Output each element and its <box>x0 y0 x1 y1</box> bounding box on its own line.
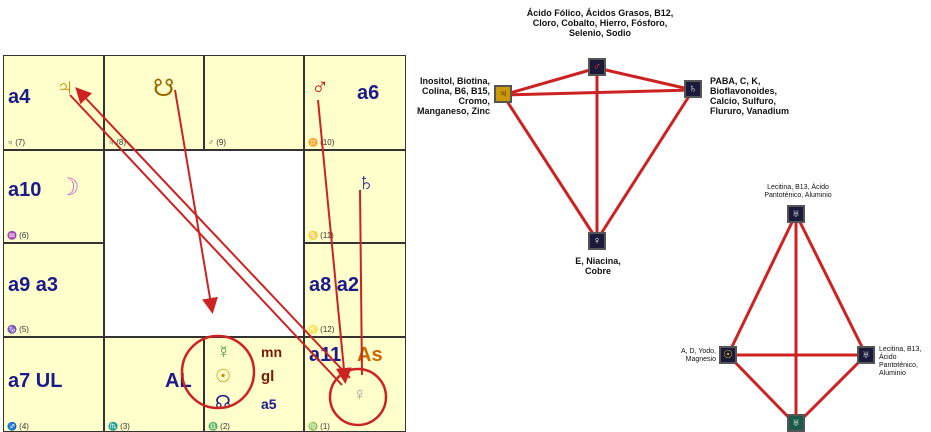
cell-sub: ♑ (5) <box>7 325 29 334</box>
cell-sub: ♍ (1) <box>308 422 330 431</box>
chart-cell: ♄ ♋ (11) <box>304 150 406 243</box>
arrow-line <box>174 89 218 314</box>
diagram-line <box>501 94 599 241</box>
chart-cell: a11 As ♀ ♍ (1) <box>304 337 406 432</box>
cell-sub: ♌ (12) <box>308 325 335 334</box>
cell-label: a10 <box>8 179 42 201</box>
arrow-line <box>317 99 352 384</box>
uranus-node-icon-right: ♅ <box>857 346 875 364</box>
cell-label: a4 <box>8 86 31 108</box>
chart-cell: ♂ (9) <box>204 55 304 150</box>
cell-sub: ♂ (9) <box>208 138 226 147</box>
uranus-node-icon-bottom: ♅ <box>787 414 805 432</box>
cell-sub: ♏ (3) <box>108 422 130 431</box>
highlight-circle <box>180 334 256 410</box>
venus-node-icon: ♀ <box>588 232 606 250</box>
chart-cell: a10 ☽ ♒ (6) <box>3 150 104 243</box>
jupiter-node-icon: ♃ <box>494 85 512 103</box>
diagram-line <box>794 353 868 427</box>
mercury-icon: ☿ <box>217 342 231 362</box>
top-nutrients-text: Ácido Fólico, Ácidos Grasos, B12, Cloro,… <box>526 8 674 38</box>
saturn-icon: ♄ <box>357 169 375 196</box>
diagram-line <box>595 89 695 241</box>
diagram-line <box>726 213 798 356</box>
moon-icon: ☽ <box>58 174 80 201</box>
uranus-node-icon: ♅ <box>787 205 805 223</box>
mars-node-icon: ♂ <box>588 58 606 76</box>
gl-label: gl <box>261 368 275 385</box>
mn-label: mn <box>261 344 282 360</box>
diagram-line <box>726 353 798 427</box>
saturn-node-icon: ♄ <box>684 80 702 98</box>
chart-cell: a8 a2 ♌ (12) <box>304 243 406 337</box>
ketu-icon: ☋ <box>153 75 175 102</box>
right-nutrients-text-2: Lecitina, B13, Ácido Pantoténico, Alumin… <box>879 346 922 377</box>
cell-label: a6 <box>357 82 380 104</box>
diagram-line <box>596 66 694 92</box>
venus-icon: ♀ <box>353 384 367 404</box>
bottom-nutrients-text: E, Niacina, Cobre <box>575 256 621 276</box>
sun-node-icon: ☉ <box>719 346 737 364</box>
arrow-line <box>75 87 351 379</box>
sun-icon: ☉ <box>215 366 232 386</box>
cell-sub: ♃ (7) <box>7 138 25 147</box>
diagram-line <box>794 213 868 356</box>
cell-sub: ♃ (8) <box>108 138 126 147</box>
mars-icon: ♂ <box>311 74 329 101</box>
jupiter-icon: ♃ <box>56 74 74 101</box>
cell-label: a7 UL <box>8 370 63 392</box>
cell-sub: ♒ (6) <box>7 231 29 240</box>
chart-cell: a9 a3 ♑ (5) <box>3 243 104 337</box>
cell-sub: ♎ (2) <box>208 422 230 431</box>
cell-sub: ♐ (4) <box>7 422 29 431</box>
chart-cell: a7 UL ♐ (4) <box>3 337 104 432</box>
cell-label: a9 a3 <box>8 274 59 296</box>
arrow-line <box>359 189 363 376</box>
a5-label: a5 <box>261 396 277 412</box>
chart-cell: ☿ ☉ ☊ mn gl a5 ♎ (2) <box>204 337 304 432</box>
as-label: As <box>357 344 383 366</box>
left-nutrients-text: Inositol, Biotina, Colina, B6, B15, Crom… <box>416 76 490 116</box>
cell-sub: ♋ (11) <box>308 231 334 240</box>
cell-label: a8 a2 <box>309 274 360 296</box>
arrow-line <box>69 94 343 386</box>
top-nutrients-text-2: Lecitina, B13, Ácido Pantoténico, Alumin… <box>764 184 832 199</box>
diagram-line <box>502 66 598 97</box>
left-nutrients-text-2: A, D, Yodo, Magnesio <box>680 348 716 363</box>
right-nutrients-text: PABA, C, K, Bioflavonoides, Calcio, Sulf… <box>710 76 790 116</box>
highlight-circle <box>328 367 388 427</box>
